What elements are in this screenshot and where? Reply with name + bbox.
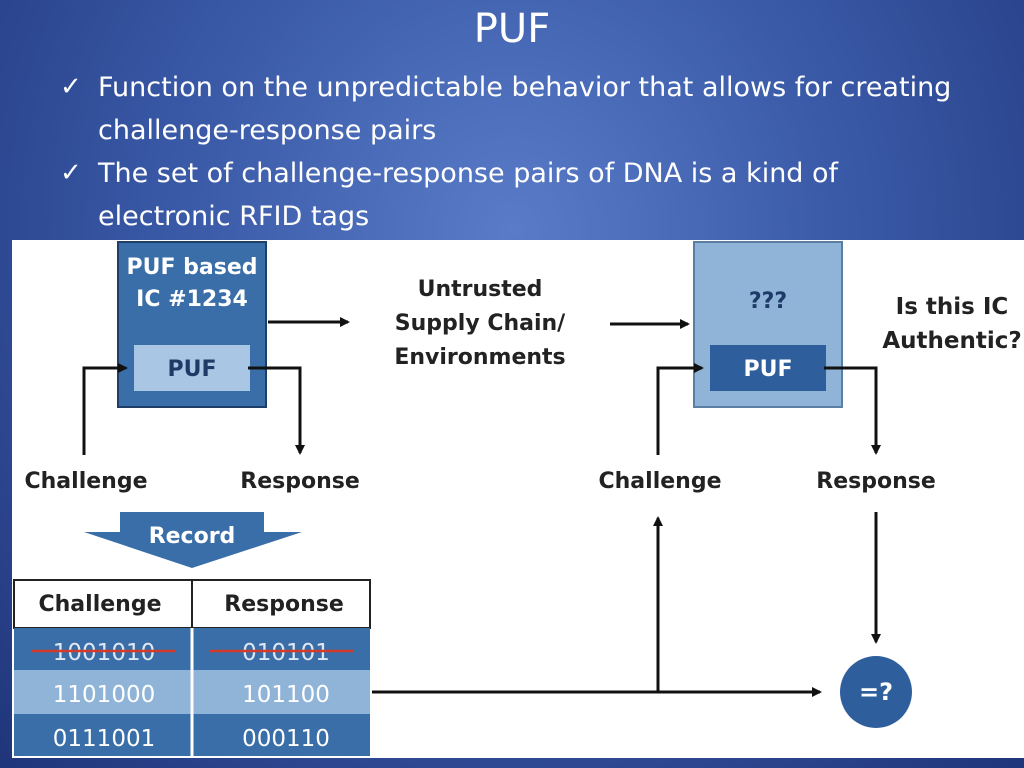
left-challenge-label: Challenge <box>25 469 148 494</box>
left-ic-box: PUF based IC #1234 PUF <box>117 241 267 408</box>
table-cell-challenge: 1001010 <box>53 640 155 666</box>
question-line1: Is this IC <box>896 294 1009 320</box>
table-cell-response: 101100 <box>242 682 330 708</box>
table-cell-challenge: 1101000 <box>53 682 155 708</box>
table-header-challenge: Challenge <box>39 592 162 617</box>
right-response-arrow <box>824 366 881 455</box>
table-cell-challenge: 0111001 <box>53 726 155 752</box>
bullet-item: ✓ Function on the unpredictable behavior… <box>60 66 960 152</box>
compare-circle <box>840 656 912 728</box>
table-cell-response: 000110 <box>242 726 330 752</box>
left-ic-line1: PUF based <box>126 255 257 280</box>
question-line2: Authentic? <box>882 328 1021 354</box>
right-puf-label: PUF <box>743 357 792 382</box>
right-challenge-arrow <box>656 363 704 455</box>
right-challenge-label: Challenge <box>599 469 722 494</box>
left-response-label: Response <box>240 469 360 494</box>
right-ic-box: ??? PUF <box>693 241 843 408</box>
bullet-item: ✓ The set of challenge-response pairs of… <box>60 152 960 238</box>
supply-line3: Environments <box>394 345 565 370</box>
record-arrow: Record <box>84 512 302 568</box>
left-challenge-arrow <box>82 363 128 455</box>
check-icon: ✓ <box>60 72 82 102</box>
puf-diagram: PUF based IC #1234 PUF Challenge Respons… <box>12 240 1024 758</box>
slide-title: PUF <box>473 6 551 52</box>
bullet-text: Function on the unpredictable behavior t… <box>98 72 952 146</box>
compare-label: =? <box>859 678 893 706</box>
right-response-label: Response <box>816 469 936 494</box>
left-puf-label: PUF <box>167 357 216 382</box>
check-icon: ✓ <box>60 158 82 188</box>
bullet-list: ✓ Function on the unpredictable behavior… <box>60 66 960 238</box>
table-header-response: Response <box>224 592 344 617</box>
left-response-arrow <box>248 366 305 455</box>
bullet-text: The set of challenge-response pairs of D… <box>98 158 839 232</box>
supply-line1: Untrusted <box>418 277 543 302</box>
supply-line2: Supply Chain/ <box>395 311 566 336</box>
table-cell-response: 010101 <box>242 640 330 666</box>
record-label: Record <box>149 524 236 549</box>
right-ic-label: ??? <box>749 289 787 314</box>
crp-table: Challenge Response 1001010 010101 110100… <box>13 579 371 756</box>
left-ic-line2: IC #1234 <box>136 287 248 312</box>
